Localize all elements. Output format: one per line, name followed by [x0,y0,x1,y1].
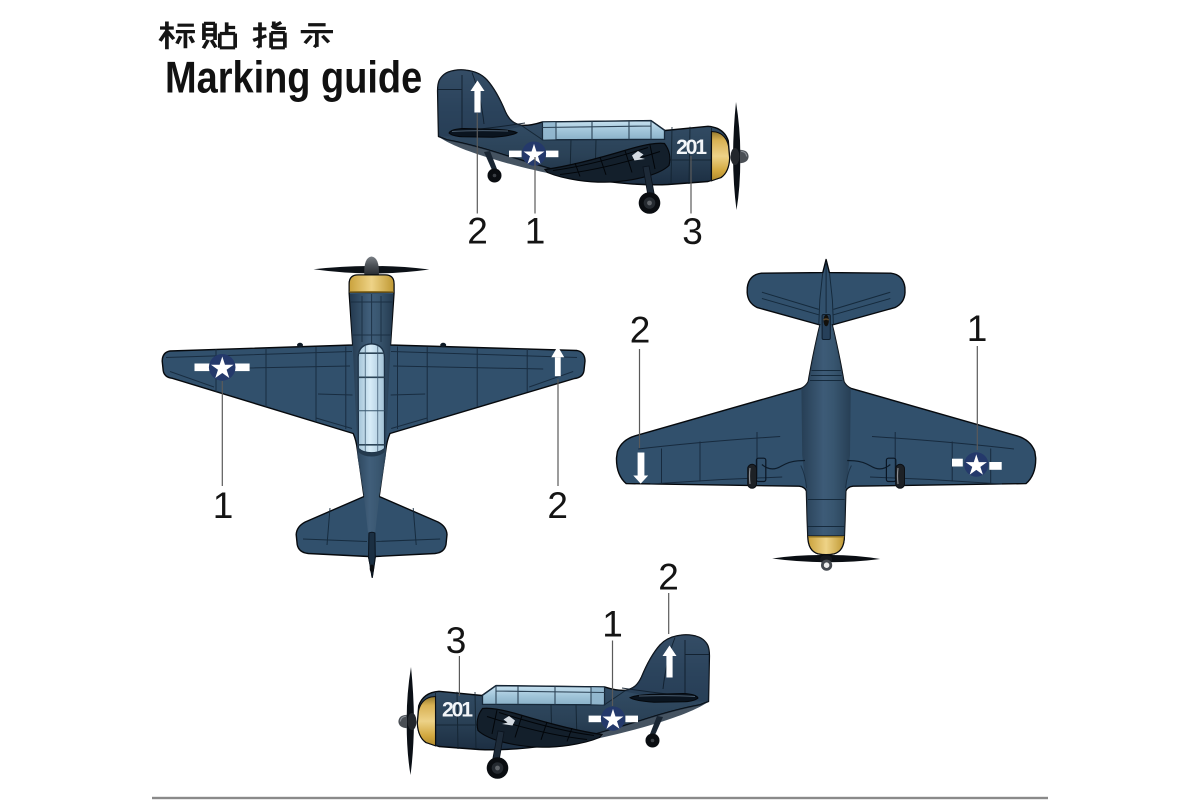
svg-text:1: 1 [525,211,546,252]
svg-text:2: 2 [630,310,651,351]
svg-text:1: 1 [213,485,234,526]
svg-text:2: 2 [658,557,679,598]
svg-text:201: 201 [442,699,473,722]
svg-text:2: 2 [467,211,488,252]
svg-text:Marking guide: Marking guide [165,53,422,102]
svg-text:2: 2 [547,485,568,526]
svg-text:201: 201 [676,136,707,159]
svg-text:1: 1 [602,604,623,645]
svg-text:1: 1 [967,308,988,349]
svg-text:3: 3 [682,211,703,252]
svg-text:3: 3 [446,620,467,661]
